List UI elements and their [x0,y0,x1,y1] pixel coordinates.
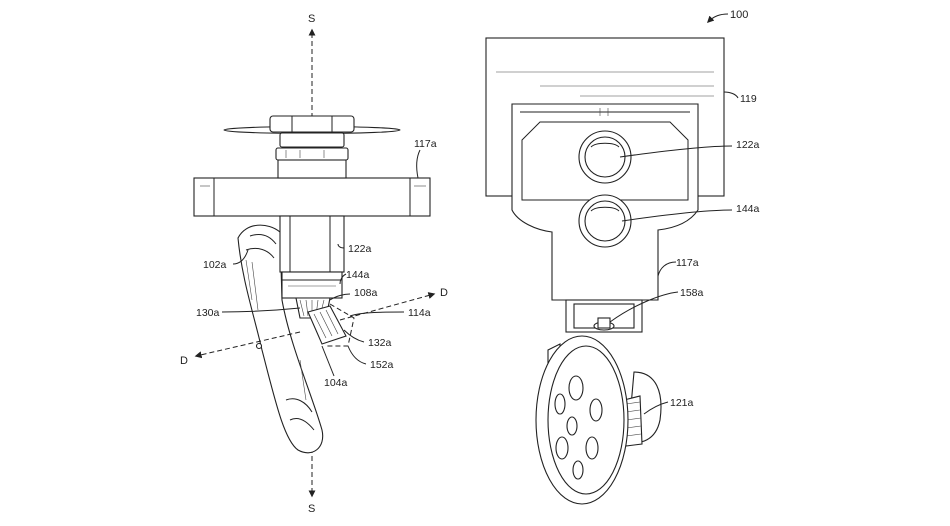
label-158a: 158a [680,287,704,299]
left-view: S S [180,13,448,515]
label-108a: 108a [354,287,378,299]
figure-number-arrow [707,13,729,23]
label-117a-left: 117a [414,138,437,150]
figure-number: 100 [730,9,748,21]
shaft-upper [277,159,347,179]
leg-pivot-circle [255,342,263,350]
label-119: 119 [740,93,757,105]
d-axis-right [339,292,436,321]
knob-144a [578,194,632,248]
label-130a: 130a [196,307,220,319]
right-view: 100 [485,9,760,505]
label-117a-right: 117a [676,257,699,269]
motor-122a [279,215,345,273]
housing-152a-outline [326,303,355,347]
top-nut-upper [269,115,355,133]
label-144a-right: 144a [736,203,760,215]
d-axis-left-label: D [180,355,188,367]
label-132a: 132a [368,337,392,349]
label-104a: 104a [324,377,348,389]
top-collar [275,147,349,161]
knob-122a [578,130,632,184]
bevel-gear-132a [307,305,347,345]
wheel [535,335,629,505]
label-102a: 102a [203,259,227,271]
d-axis-left [194,331,301,359]
d-axis-right-label: D [440,287,448,299]
label-121a: 121a [670,397,694,409]
top-nut-lower [279,132,345,148]
label-122a-right: 122a [736,139,760,151]
housing-144a [281,271,343,299]
label-122a-left: 122a [348,243,372,255]
s-axis-top-label: S [308,13,315,25]
s-axis-bottom-label: S [308,503,315,515]
label-144a-left: 144a [346,269,370,281]
plate-117a [193,177,431,217]
label-152a: 152a [370,359,394,371]
label-114a: 114a [408,307,431,319]
